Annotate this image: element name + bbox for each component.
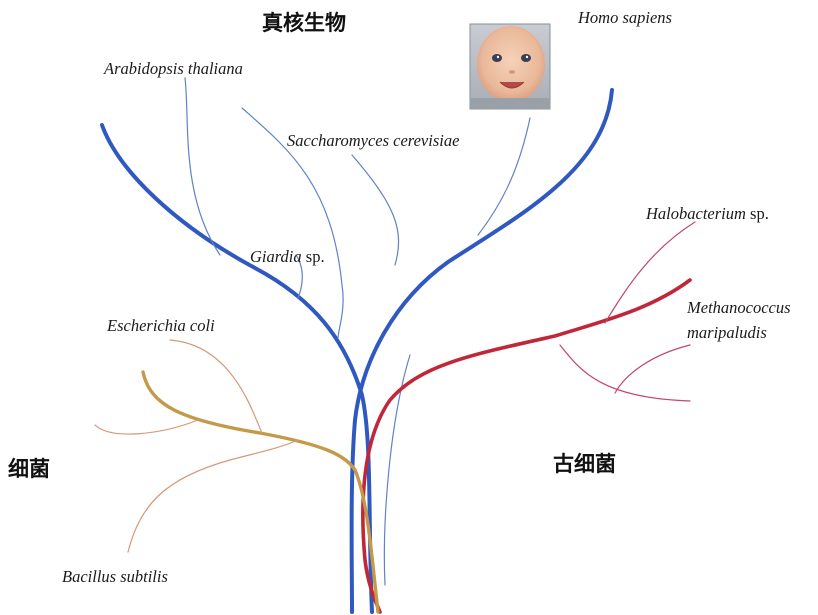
twig-inner-blue bbox=[384, 355, 410, 585]
twig-bacillus bbox=[128, 440, 298, 552]
twig-homo bbox=[478, 118, 530, 235]
bacteria-label: 细菌 bbox=[8, 457, 50, 481]
eukaryote-branches bbox=[102, 78, 612, 612]
ecoli-label: Escherichia coli bbox=[106, 316, 215, 335]
giardia-label: Giardia sp. bbox=[250, 247, 325, 266]
twig-halobacterium bbox=[605, 222, 695, 323]
eukaryote-right-trunk bbox=[352, 90, 612, 612]
halobacterium-label: Halobacterium sp. bbox=[645, 204, 769, 223]
halobacterium-suffix: sp. bbox=[746, 204, 769, 223]
archaea-branches bbox=[363, 222, 695, 612]
eukaryotes-label: 真核生物 bbox=[262, 11, 346, 35]
giardia-suffix: sp. bbox=[302, 247, 325, 266]
methanococcus-line2: maripaludis bbox=[687, 323, 767, 342]
giardia-genus: Giardia bbox=[250, 247, 302, 266]
twig-saccharomyces-mid bbox=[352, 155, 399, 265]
homo-sapiens-label: Homo sapiens bbox=[577, 8, 672, 27]
twig-archaea-lower bbox=[560, 345, 690, 401]
homo-sapiens-photo bbox=[470, 24, 550, 109]
twig-bacteria-left bbox=[95, 420, 198, 434]
archaea-main-trunk bbox=[363, 280, 690, 612]
twig-methanococcus bbox=[615, 345, 690, 393]
saccharomyces-label: Saccharomyces cerevisiae bbox=[287, 131, 459, 150]
methanococcus-line1: Methanococcus bbox=[686, 298, 791, 317]
archaea-label: 古细菌 bbox=[553, 452, 616, 476]
halobacterium-genus: Halobacterium bbox=[645, 204, 746, 223]
arabidopsis-label: Arabidopsis thaliana bbox=[103, 59, 243, 78]
eukaryote-left-trunk bbox=[102, 125, 372, 612]
bacteria-main-trunk bbox=[143, 372, 378, 612]
twig-ecoli bbox=[170, 340, 262, 433]
bacillus-label: Bacillus subtilis bbox=[62, 567, 168, 586]
